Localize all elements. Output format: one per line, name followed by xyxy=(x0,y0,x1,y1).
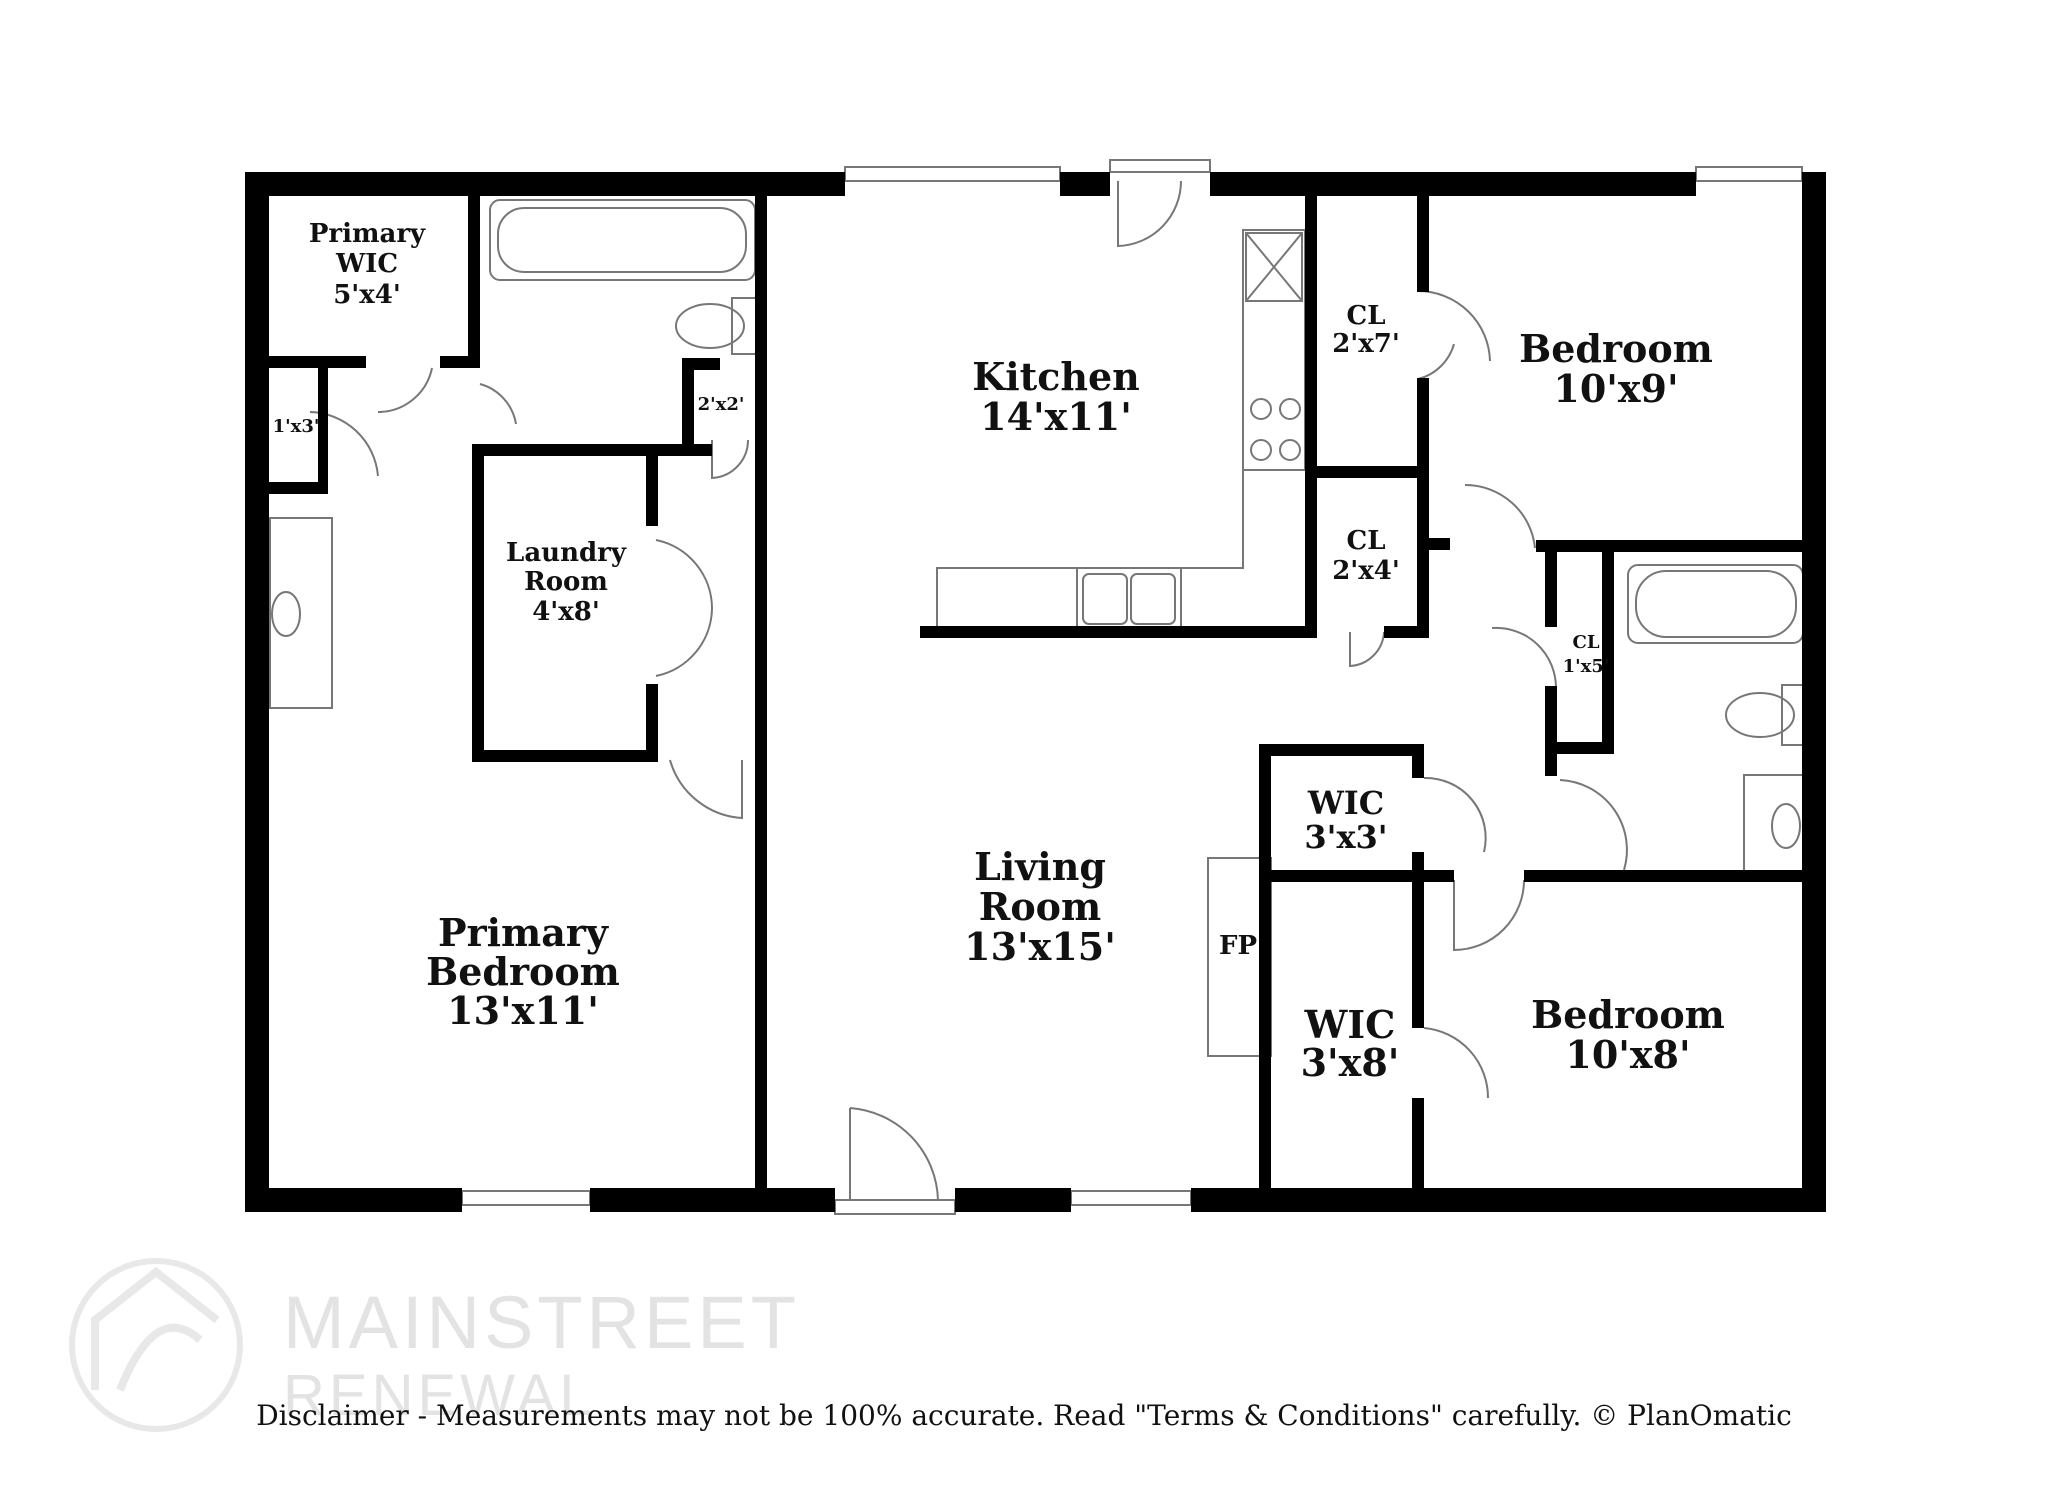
wic-3x3-door-swing xyxy=(1423,776,1487,853)
cl-1x5-door-swing xyxy=(1491,626,1558,689)
kitchen-door-frame xyxy=(1109,159,1211,173)
bedroom-1-size: 10'x9' xyxy=(1553,366,1678,411)
bedroom-1-name: Bedroom xyxy=(1519,326,1713,371)
walls xyxy=(245,172,1826,1212)
cl-1x5-name: CL xyxy=(1573,632,1600,653)
primary-wic-size: 5'x4' xyxy=(333,280,401,310)
entry-door-swing xyxy=(849,1107,939,1201)
cl-2x4-size: 2'x4' xyxy=(1332,556,1400,586)
disclaimer-text: Disclaimer - Measurements may not be 100… xyxy=(256,1399,1792,1432)
laundry-double-door-swing xyxy=(655,539,714,677)
cl-2x4-name: CL xyxy=(1347,526,1386,556)
wic-3x8-size: 3'x8' xyxy=(1301,1040,1400,1085)
cl-2x7-name: CL xyxy=(1347,301,1386,331)
kitchen-door-swing xyxy=(1117,180,1182,248)
cl-2x7-door-swing xyxy=(1417,290,1491,362)
living-room-name-l2: Room xyxy=(979,884,1101,929)
bedroom-2-size: 10'x8' xyxy=(1565,1032,1690,1077)
primary-wic-name-l2: WIC xyxy=(335,249,398,279)
entry-door-frame xyxy=(834,1199,956,1215)
kitchen-sink xyxy=(1076,567,1182,631)
window-kitchen xyxy=(844,166,1061,182)
laundry-name-l1: Laundry xyxy=(506,538,627,568)
primary-bedroom-name-l2: Bedroom xyxy=(426,949,620,994)
window-bedroom-1 xyxy=(1695,166,1803,182)
kitchen-counter-bottom xyxy=(936,470,1244,630)
bedroom-2-name: Bedroom xyxy=(1531,992,1725,1037)
mainstreet-logo: MAINSTREET RENEWAL xyxy=(69,1258,800,1432)
wic-3x3-size: 3'x3' xyxy=(1304,818,1387,856)
primary-bedroom-size: 13'x11' xyxy=(447,988,599,1033)
watermark-line1: MAINSTREET xyxy=(283,1281,800,1364)
bedroom-2-door-swing xyxy=(1453,879,1525,952)
kitchen-size: 14'x11' xyxy=(980,394,1132,439)
fireplace-label: FP xyxy=(1219,931,1257,961)
vanity-primary xyxy=(269,517,333,709)
closet-2x2-door-swing xyxy=(711,439,750,480)
primary-bedroom-door-swing xyxy=(669,759,743,820)
vanity-hall xyxy=(1743,774,1805,876)
wic-3x3-name: WIC xyxy=(1307,784,1384,822)
laundry-size: 4'x8' xyxy=(532,597,600,627)
bathtub-hall xyxy=(1627,564,1804,644)
primary-wic-name-l1: Primary xyxy=(309,219,426,249)
cl-2x7-size: 2'x7' xyxy=(1332,329,1400,359)
closet-2x2-size: 2'x2' xyxy=(698,394,745,415)
primary-bedroom-name-l1: Primary xyxy=(438,910,609,955)
primary-bath-door-swing xyxy=(479,383,517,425)
wic-3x8-door-swing xyxy=(1423,1027,1490,1099)
window-living-room xyxy=(1070,1190,1192,1206)
bath-door-swing xyxy=(1559,779,1628,871)
kitchen-name: Kitchen xyxy=(972,354,1140,399)
laundry-name-l2: Room xyxy=(524,567,608,597)
cl-2x4-door-swing xyxy=(1349,631,1385,668)
watermark-line2: RENEWAL xyxy=(283,1363,596,1428)
window-primary-bedroom xyxy=(461,1190,591,1206)
bathtub-primary xyxy=(489,199,756,281)
cl-1x5-size: 1'x5' xyxy=(1563,656,1610,677)
closet-1x3-size: 1'x3' xyxy=(273,416,320,437)
living-room-name-l1: Living xyxy=(974,844,1106,889)
room-labels: Primary WIC 5'x4' 1'x3' 2'x2' Laundry Ro… xyxy=(273,219,1725,1085)
living-room-size: 13'x15' xyxy=(964,924,1116,969)
hall-door-swing xyxy=(1464,483,1536,549)
wic-3x8-name: WIC xyxy=(1304,1002,1396,1047)
primary-wic-door-swing xyxy=(377,367,433,414)
